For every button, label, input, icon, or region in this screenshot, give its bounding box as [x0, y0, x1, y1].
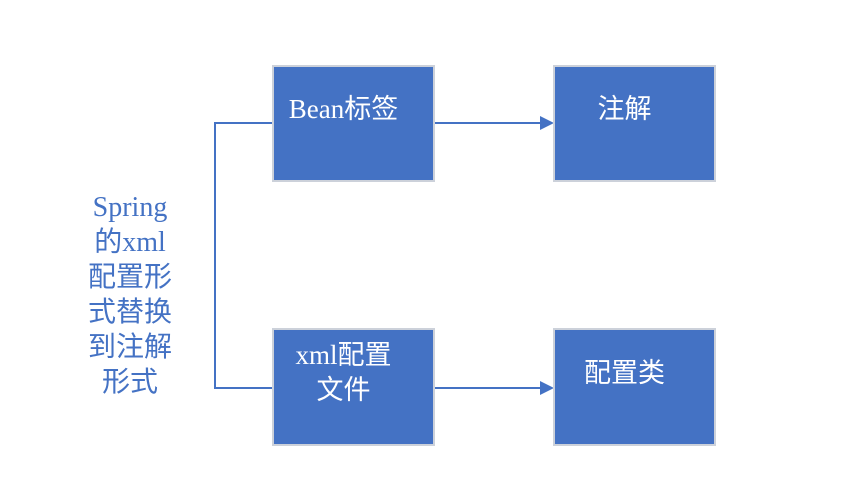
node-annotation-label: 注解	[597, 94, 652, 124]
node-bean-tag-label: Bean标签	[288, 94, 399, 124]
node-xml-config-file-label: xml配置 文件	[295, 340, 392, 405]
node-annotation: 注解	[553, 65, 716, 182]
arrowhead-icon	[540, 116, 554, 130]
bracket-top-line	[214, 122, 273, 124]
bracket-bottom-line	[214, 387, 273, 389]
spring-xml-to-annotation-label: Spring 的xml 配置形 式替换 到注解 形式	[87, 192, 172, 398]
node-xml-config-file: xml配置 文件	[272, 328, 435, 446]
node-config-class-label: 配置类	[584, 357, 665, 388]
arrow-bean-to-annotation	[434, 122, 541, 124]
arrow-xml-to-config-class	[434, 387, 541, 389]
bracket-vertical-line	[214, 122, 216, 389]
node-bean-tag: Bean标签	[272, 65, 435, 182]
node-config-class: 配置类	[553, 328, 716, 446]
arrowhead-icon	[540, 381, 554, 395]
